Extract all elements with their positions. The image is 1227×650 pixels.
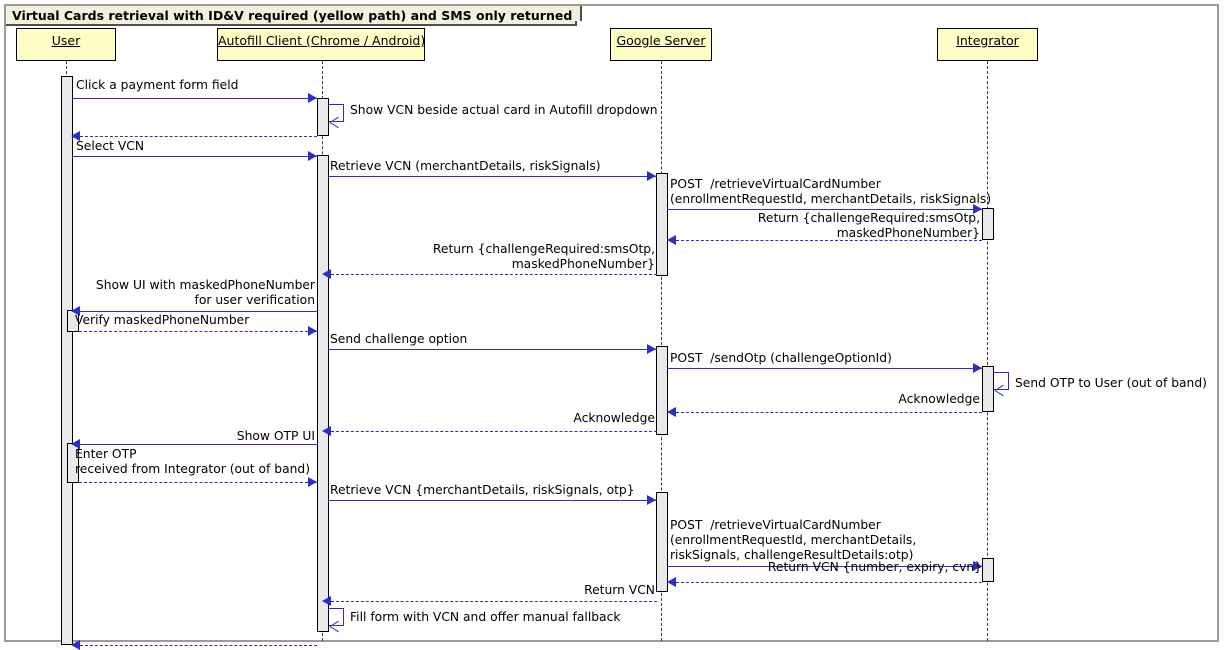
- message-line-m7: [676, 240, 982, 241]
- activation-user-main: [61, 76, 73, 645]
- message-label-m21: Return VCN: [584, 583, 655, 597]
- message-arrow-m12: [973, 363, 982, 373]
- activation-google-retrieve1: [656, 173, 668, 276]
- message-arrow-m19: [973, 561, 982, 571]
- message-arrow-m5: [647, 171, 656, 181]
- message-label-m11: Send challenge option: [330, 332, 468, 346]
- message-line-m1: [73, 98, 318, 99]
- message-label-m12: POST /sendOtp (challengeOptionId): [670, 351, 892, 365]
- message-line-m11: [329, 349, 657, 350]
- message-line-m10: [79, 331, 318, 332]
- message-arrow-m15: [322, 426, 331, 436]
- message-label-m8: Return {challengeRequired:smsOtp, masked…: [432, 242, 655, 271]
- message-line-m3: [80, 136, 317, 137]
- message-arrow-m1: [308, 93, 317, 103]
- message-line-m17: [79, 482, 318, 483]
- message-line-m5: [329, 176, 657, 177]
- message-label-m16: Show OTP UI: [236, 429, 315, 443]
- message-label-m4: Select VCN: [76, 139, 145, 153]
- message-line-m8: [331, 274, 657, 275]
- participant-integrator[interactable]: Integrator: [937, 28, 1038, 61]
- message-arrow-m8: [322, 269, 331, 279]
- message-arrow-m21: [322, 596, 331, 606]
- message-arrow-m2: [330, 117, 339, 128]
- message-label-m2: Show VCN beside actual card in Autofill …: [350, 103, 658, 117]
- message-arrow-m16: [71, 439, 80, 449]
- message-line-m21: [331, 601, 657, 602]
- message-arrow-m22: [330, 621, 339, 632]
- activation-autofill-dropdown: [317, 98, 329, 136]
- message-label-m15: Acknowledge: [573, 411, 655, 425]
- diagram-title: Virtual Cards retrieval with ID&V requir…: [6, 6, 583, 26]
- message-line-m4: [73, 156, 318, 157]
- message-arrow-m10: [308, 326, 317, 336]
- message-label-m10: Verify maskedPhoneNumber: [75, 313, 250, 327]
- message-arrow-m3: [71, 131, 80, 141]
- message-arrow-m13: [995, 385, 1004, 396]
- message-arrow-m23: [71, 640, 80, 650]
- message-label-m13: Send OTP to User (out of band): [1015, 376, 1207, 390]
- message-label-m19: POST /retrieveVirtualCardNumber (enrollm…: [670, 518, 917, 562]
- message-line-m19: [668, 566, 983, 567]
- lifeline-integrator: [987, 61, 988, 641]
- message-label-m6: POST /retrieveVirtualCardNumber (enrollm…: [670, 177, 992, 206]
- message-line-m12: [668, 368, 983, 369]
- message-arrow-m6: [973, 204, 982, 214]
- activation-google-retrieve2: [656, 492, 668, 592]
- activation-integrator-retrieve1: [982, 208, 994, 240]
- participant-google-label: Google Server: [616, 33, 706, 48]
- message-line-m16: [80, 444, 317, 445]
- message-line-m9: [80, 311, 317, 312]
- participant-autofill[interactable]: Autofill Client (Chrome / Android): [217, 28, 425, 61]
- message-arrow-m11: [647, 344, 656, 354]
- participant-user[interactable]: User: [16, 28, 116, 61]
- message-line-m15: [331, 431, 657, 432]
- message-label-m18: Retrieve VCN {merchantDetails, riskSigna…: [330, 483, 635, 497]
- participant-integrator-label: Integrator: [956, 33, 1019, 48]
- message-arrow-m20: [667, 577, 676, 587]
- diagram-frame: [4, 4, 1219, 642]
- message-line-m18: [329, 500, 657, 501]
- activation-google-sendotp: [656, 346, 668, 435]
- message-label-m7: Return {challengeRequired:smsOtp, masked…: [757, 211, 980, 240]
- message-label-m1: Click a payment form field: [76, 78, 239, 92]
- message-arrow-m17: [308, 477, 317, 487]
- message-arrow-m9: [71, 306, 80, 316]
- message-label-m9: Show UI with maskedPhoneNumber for user …: [95, 278, 315, 307]
- message-arrow-m4: [308, 151, 317, 161]
- message-label-m5: Retrieve VCN (merchantDetails, riskSigna…: [330, 159, 601, 173]
- message-arrow-m14: [667, 407, 676, 417]
- participant-autofill-label: Autofill Client (Chrome / Android): [218, 33, 426, 48]
- activation-integrator-sendotp: [982, 366, 994, 412]
- message-line-m20: [676, 582, 982, 583]
- message-line-m6: [668, 209, 983, 210]
- participant-google[interactable]: Google Server: [610, 28, 712, 61]
- activation-integrator-retrieve2: [982, 558, 994, 582]
- message-arrow-m18: [647, 495, 656, 505]
- message-line-m14: [676, 412, 982, 413]
- message-arrow-m7: [667, 235, 676, 245]
- activation-autofill-main: [317, 155, 329, 632]
- message-label-m17: Enter OTP received from Integrator (out …: [75, 447, 311, 476]
- message-label-m22: Fill form with VCN and offer manual fall…: [350, 610, 621, 624]
- message-label-m20: Return VCN {number, expiry, cvn}: [767, 560, 982, 574]
- message-line-m23: [80, 645, 317, 646]
- message-label-m14: Acknowledge: [898, 392, 980, 406]
- participant-user-label: User: [51, 33, 81, 48]
